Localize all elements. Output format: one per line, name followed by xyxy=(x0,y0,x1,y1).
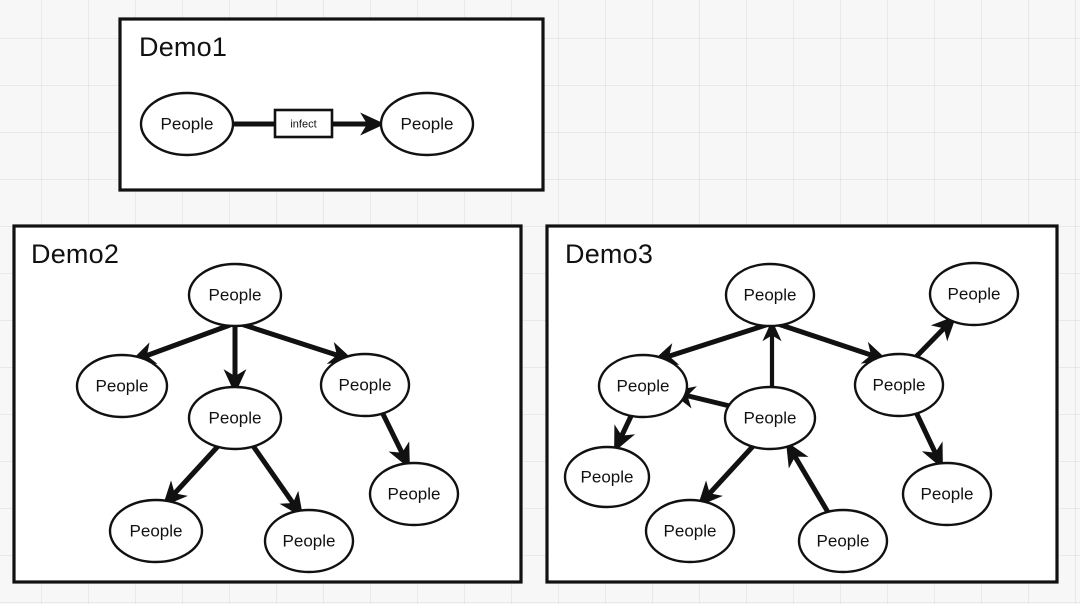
node-ellipse xyxy=(187,262,283,328)
node-label: People xyxy=(817,531,870,550)
edge-d3-left-to-lower-left[interactable] xyxy=(612,412,636,452)
node-d2-bottom-mid[interactable]: People xyxy=(263,508,355,574)
node-label: People xyxy=(283,531,336,550)
node-d2-root[interactable]: People xyxy=(187,262,283,328)
edge-d2-root-to-left[interactable] xyxy=(130,322,231,364)
node-d2-mid[interactable]: People xyxy=(187,385,283,451)
panel-demo3-title: Demo3 xyxy=(565,239,653,269)
node-label: People xyxy=(744,408,797,427)
node-ellipse xyxy=(928,261,1020,327)
edge-d3-bottom-mid-to-mid[interactable] xyxy=(784,441,835,521)
node-label: People xyxy=(921,484,974,503)
node-label: People xyxy=(209,408,262,427)
node-label: People xyxy=(130,521,183,540)
edge-d2-mid-to-bottom-mid[interactable] xyxy=(248,441,305,518)
node-ellipse xyxy=(187,385,283,451)
demo2-edges xyxy=(130,321,412,518)
node-d3-left[interactable]: People xyxy=(597,353,689,419)
node-label: People xyxy=(744,285,797,304)
node-label: People xyxy=(209,285,262,304)
panel-demo2[interactable]: Demo2 People People People People Pe xyxy=(12,224,523,584)
node-ellipse xyxy=(368,461,460,527)
node-label: People xyxy=(401,114,454,133)
node-ellipse xyxy=(723,385,817,451)
node-label: People xyxy=(617,376,670,395)
panel-demo1-title: Demo1 xyxy=(139,32,227,62)
edge-d2-mid-to-bottom-left[interactable] xyxy=(162,442,222,507)
edge-d3-top-to-right[interactable] xyxy=(777,321,888,364)
panel-demo2-title: Demo2 xyxy=(31,239,119,269)
node-ellipse xyxy=(797,508,889,574)
node-d2-right[interactable]: People xyxy=(319,352,411,418)
node-ellipse xyxy=(853,352,945,418)
node-label: People xyxy=(873,375,926,394)
node-d3-mid[interactable]: People xyxy=(723,385,817,451)
demo3-edges xyxy=(612,315,957,521)
edge-d2-root-to-right[interactable] xyxy=(240,321,354,364)
edge-d3-right-to-top-right[interactable] xyxy=(911,315,957,362)
node-d3-top[interactable]: People xyxy=(724,262,816,328)
panel-demo3[interactable]: Demo3 People People People People xyxy=(545,224,1059,584)
node-ellipse xyxy=(139,91,235,157)
node-d2-left[interactable]: People xyxy=(75,353,169,419)
edge-label-infect[interactable]: infect xyxy=(273,108,334,139)
node-label: People xyxy=(948,284,1001,303)
node-ellipse xyxy=(263,508,355,574)
node-d3-bottom-left[interactable]: People xyxy=(644,498,736,564)
node-d1-n1[interactable]: People xyxy=(139,91,235,157)
node-d1-n2[interactable]: People xyxy=(379,91,475,157)
edge-d3-mid-to-bottom-left[interactable] xyxy=(697,442,757,507)
edge-d3-top-to-left[interactable] xyxy=(652,322,767,365)
panel-demo1[interactable]: Demo1 People People infect xyxy=(118,17,545,192)
node-d2-bottom-left[interactable]: People xyxy=(108,498,204,564)
node-ellipse xyxy=(901,461,993,527)
node-ellipse xyxy=(724,262,816,328)
node-ellipse xyxy=(108,498,204,564)
node-label: People xyxy=(388,484,441,503)
node-d3-bottom-right[interactable]: People xyxy=(901,461,993,527)
node-d3-right[interactable]: People xyxy=(853,352,945,418)
node-ellipse xyxy=(644,498,736,564)
node-label: People xyxy=(664,521,717,540)
node-label: People xyxy=(339,375,392,394)
edge-label-box xyxy=(273,108,334,139)
node-ellipse xyxy=(319,352,411,418)
node-ellipse xyxy=(597,353,689,419)
node-label: People xyxy=(96,376,149,395)
node-label: People xyxy=(161,114,214,133)
edge-d2-right-to-bottom-right[interactable] xyxy=(378,408,412,469)
node-ellipse xyxy=(379,91,475,157)
node-d3-top-right[interactable]: People xyxy=(928,261,1020,327)
node-ellipse xyxy=(563,445,651,509)
edge-d3-right-to-bottom-right[interactable] xyxy=(912,408,945,469)
edge-label-text: infect xyxy=(290,118,316,130)
node-ellipse xyxy=(75,353,169,419)
node-label: People xyxy=(581,467,634,486)
node-d3-bottom-mid[interactable]: People xyxy=(797,508,889,574)
node-d3-lower-left[interactable]: People xyxy=(563,445,651,509)
node-d2-bottom-right[interactable]: People xyxy=(368,461,460,527)
